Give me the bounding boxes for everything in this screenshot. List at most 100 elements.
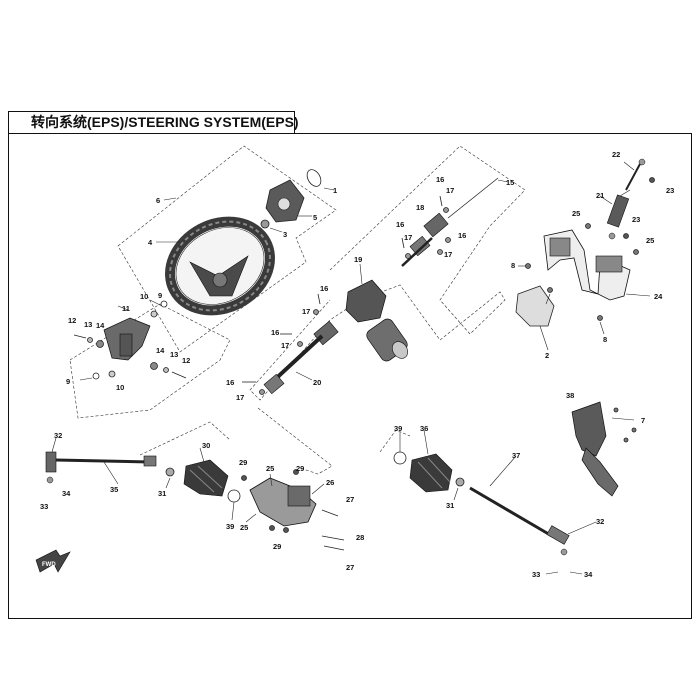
bolt-8-c	[597, 315, 603, 321]
callout-labels: 1 2 3 4 5 6 7 8 8 9 9 10 10 11 12 12 13 …	[40, 150, 674, 579]
nut-17-mid	[405, 253, 411, 259]
hub-center	[277, 197, 291, 211]
bolt-29-c	[269, 525, 275, 531]
callout-16-b: 16	[396, 220, 404, 229]
bolt-16-lower-a	[317, 293, 321, 305]
callout-33-left: 33	[40, 502, 48, 511]
bolt-16-mid	[401, 237, 405, 249]
mount-group-boundary	[69, 303, 231, 419]
steering-damper	[606, 158, 646, 240]
eps-motor	[345, 279, 409, 362]
callout-10-bottom: 10	[116, 383, 124, 392]
bolt-16-upper	[439, 195, 443, 207]
bolt-12-right	[171, 371, 187, 379]
bolt-25-a	[585, 223, 591, 229]
callout-29-c: 29	[273, 542, 281, 551]
callout-37: 37	[512, 451, 520, 460]
steering-wheel	[165, 216, 275, 316]
callout-39-right: 39	[394, 424, 402, 433]
washer-13-right	[163, 367, 169, 373]
nut-23-upper	[649, 177, 655, 183]
callout-23-upper: 23	[666, 186, 674, 195]
bolt-7-a	[613, 407, 619, 413]
callout-23-lower: 23	[632, 215, 640, 224]
callout-24: 24	[654, 292, 663, 301]
callout-17-e: 17	[281, 341, 289, 350]
forward-label: FWD	[42, 562, 56, 568]
wheel-group-boundary	[117, 145, 337, 353]
column-bracket	[543, 229, 631, 301]
nut-23-lower	[623, 233, 629, 239]
ring-9-top	[160, 300, 168, 308]
callout-17-c: 17	[444, 250, 452, 259]
left-boot	[183, 459, 229, 497]
bolt-7-c	[623, 437, 629, 443]
callout-27-upper: 27	[346, 495, 354, 504]
callout-25-b: 25	[646, 236, 654, 245]
callout-39-left: 39	[226, 522, 234, 531]
u-joint-upper	[401, 212, 449, 267]
callout-25-c: 25	[266, 464, 274, 473]
bolt-12-left	[73, 334, 87, 339]
callout-17-f: 17	[236, 393, 244, 402]
diagram-frame	[8, 133, 692, 619]
callout-31-right: 31	[446, 501, 454, 510]
nut-17-lower-c	[259, 389, 265, 395]
callout-34-left: 34	[62, 489, 71, 498]
bolt-27-lower	[323, 545, 345, 551]
right-tie-boundary	[379, 429, 411, 453]
ring-9-bottom	[92, 372, 100, 380]
callout-11: 11	[122, 304, 130, 313]
horn-cap	[306, 169, 322, 187]
right-boot	[409, 453, 453, 493]
bolt-25-b	[633, 249, 639, 255]
callout-16-f: 16	[226, 378, 234, 387]
nut-14-right	[150, 362, 158, 370]
nut-17-upper	[443, 207, 449, 213]
callout-22: 22	[612, 150, 620, 159]
bolt-29-d	[283, 527, 289, 533]
callout-7: 7	[641, 416, 645, 425]
seal-39-right	[393, 451, 407, 465]
callout-5: 5	[313, 213, 317, 222]
nut-16-right	[445, 237, 451, 243]
upper-shaft	[447, 177, 499, 219]
callout-8-upper: 8	[511, 261, 515, 270]
callout-30: 30	[202, 441, 210, 450]
callout-28: 28	[356, 533, 364, 542]
nut-17-right	[437, 249, 443, 255]
callout-14-left: 14	[96, 321, 105, 330]
forward-arrow: FWD	[35, 549, 71, 573]
washer-13-left	[87, 337, 93, 343]
ring-10-top	[150, 310, 158, 318]
callout-1: 1	[333, 186, 337, 195]
nut-14-left	[96, 340, 104, 348]
callout-16-e: 16	[271, 328, 279, 337]
callout-12-right: 12	[182, 356, 190, 365]
callout-26: 26	[326, 478, 334, 487]
leader-lines	[51, 161, 651, 575]
ring-10-bottom	[108, 370, 116, 378]
callout-10-top: 10	[140, 292, 148, 301]
callout-16-d: 16	[320, 284, 328, 293]
diagram-title: 转向系统(EPS)/STEERING SYSTEM(EPS)	[8, 111, 299, 134]
callout-17-a: 17	[446, 186, 454, 195]
nut-17-lower-a	[313, 309, 319, 315]
callout-21: 21	[596, 191, 604, 200]
callout-20: 20	[313, 378, 321, 387]
bolt-29-b	[293, 469, 299, 475]
seal-39-left	[227, 489, 241, 503]
callout-19: 19	[354, 255, 362, 264]
callout-2: 2	[545, 351, 549, 360]
bolt-8-a	[525, 263, 531, 269]
callout-29-b: 29	[296, 464, 304, 473]
bolt-7-b	[631, 427, 637, 433]
rack-group-boundary-2	[139, 421, 231, 456]
callout-17-d: 17	[302, 307, 310, 316]
left-rack-nut	[165, 467, 175, 477]
tilt-bracket	[103, 317, 151, 361]
callout-14-right: 14	[156, 346, 165, 355]
callout-32-right: 32	[596, 517, 604, 526]
callout-12-left: 12	[68, 316, 76, 325]
